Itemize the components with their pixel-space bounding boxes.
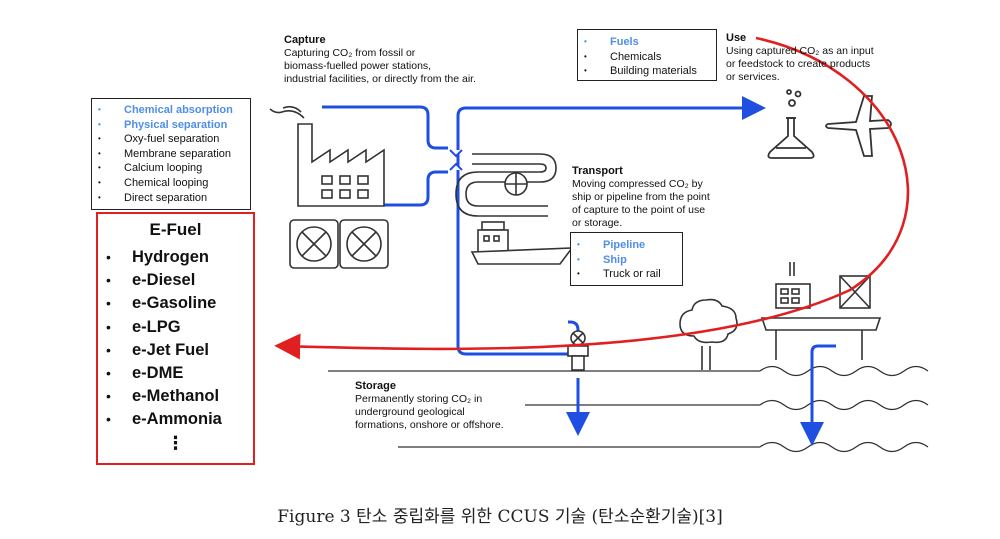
use-line: or services. [726, 71, 780, 83]
use-products-box: Fuels Chemicals Building materials [577, 29, 717, 81]
storage-line: formations, onshore or offshore. [355, 419, 504, 431]
capture-methods-box: Chemical absorption Physical separation … [91, 98, 251, 210]
use-title: Use [726, 32, 747, 44]
factory-icon [269, 105, 385, 207]
efuel-box: E-Fuel Hydrogen e-Diesel e-Gasoline e-LP… [96, 212, 255, 465]
transport-mode-item: Ship [571, 253, 682, 268]
efuel-item: e-Diesel [98, 269, 253, 292]
storage-wellhead-icon [567, 330, 589, 371]
efuel-item: e-Gasoline [98, 292, 253, 315]
efuel-item: e-Methanol [98, 385, 253, 408]
transport-title: Transport [572, 165, 623, 177]
capture-line: Capturing CO₂ from fossil or [284, 47, 416, 59]
use-product-item: Building materials [578, 64, 716, 79]
capture-method-item: Chemical looping [92, 176, 250, 191]
transport-mode-item: Truck or rail [571, 267, 682, 282]
transport-mode-item: Pipeline [571, 238, 682, 253]
capture-method-item: Chemical absorption [92, 103, 250, 118]
transport-line: or storage. [572, 217, 623, 229]
use-line: or feedstock to create products [726, 58, 871, 70]
co2-flow-lines [322, 96, 836, 446]
efuel-loop-arrow [274, 36, 910, 360]
offshore-platform-icon [760, 262, 882, 360]
efuel-title: E-Fuel [149, 220, 202, 239]
efuel-item: Hydrogen [98, 246, 253, 269]
airplane-icon [825, 95, 892, 157]
transport-section: Transport Moving compressed CO₂ by ship … [572, 165, 710, 230]
use-product-item: Fuels [578, 35, 716, 50]
use-product-item: Chemicals [578, 50, 716, 65]
capture-line: biomass-fuelled power stations, [284, 60, 432, 72]
ground-lines [328, 370, 760, 448]
capture-method-item: Oxy-fuel separation [92, 132, 250, 147]
capture-line: industrial facilities, or directly from … [284, 73, 476, 85]
chemistry-flask-icon [767, 89, 815, 159]
efuel-more-indicator: ⋮ [166, 433, 185, 453]
capture-method-item: Direct separation [92, 191, 250, 206]
pipeline-icon [455, 153, 557, 217]
figure-caption: Figure 3 탄소 중립화를 위한 CCUS 기술 (탄소순환기술)[3] [277, 507, 723, 527]
air-capture-fans-icon [289, 219, 389, 269]
capture-title: Capture [284, 34, 326, 46]
capture-method-item: Physical separation [92, 118, 250, 133]
pipe-junction [449, 149, 463, 171]
transport-line: ship or pipeline from the point [572, 191, 710, 203]
storage-line: underground geological [355, 406, 465, 418]
transport-line: Moving compressed CO₂ by [572, 178, 703, 190]
efuel-item: e-Jet Fuel [98, 339, 253, 362]
use-line: Using captured CO₂ as an input [726, 45, 874, 57]
ship-icon [470, 221, 574, 265]
efuel-item: e-DME [98, 362, 253, 385]
transport-modes-box: Pipeline Ship Truck or rail [570, 232, 683, 286]
capture-method-item: Calcium looping [92, 161, 250, 176]
efuel-item: e-LPG [98, 316, 253, 339]
transport-line: of capture to the point of use [572, 204, 706, 216]
storage-section: Storage Permanently storing CO₂ in under… [355, 380, 504, 432]
use-section: Use Using captured CO₂ as an input or fe… [726, 32, 874, 84]
capture-section: Capture Capturing CO₂ from fossil or bio… [284, 34, 476, 86]
capture-method-item: Membrane separation [92, 147, 250, 162]
storage-title: Storage [355, 380, 396, 392]
efuel-item: e-Ammonia [98, 408, 253, 431]
sea-waves [759, 365, 929, 453]
storage-line: Permanently storing CO₂ in [355, 393, 483, 405]
